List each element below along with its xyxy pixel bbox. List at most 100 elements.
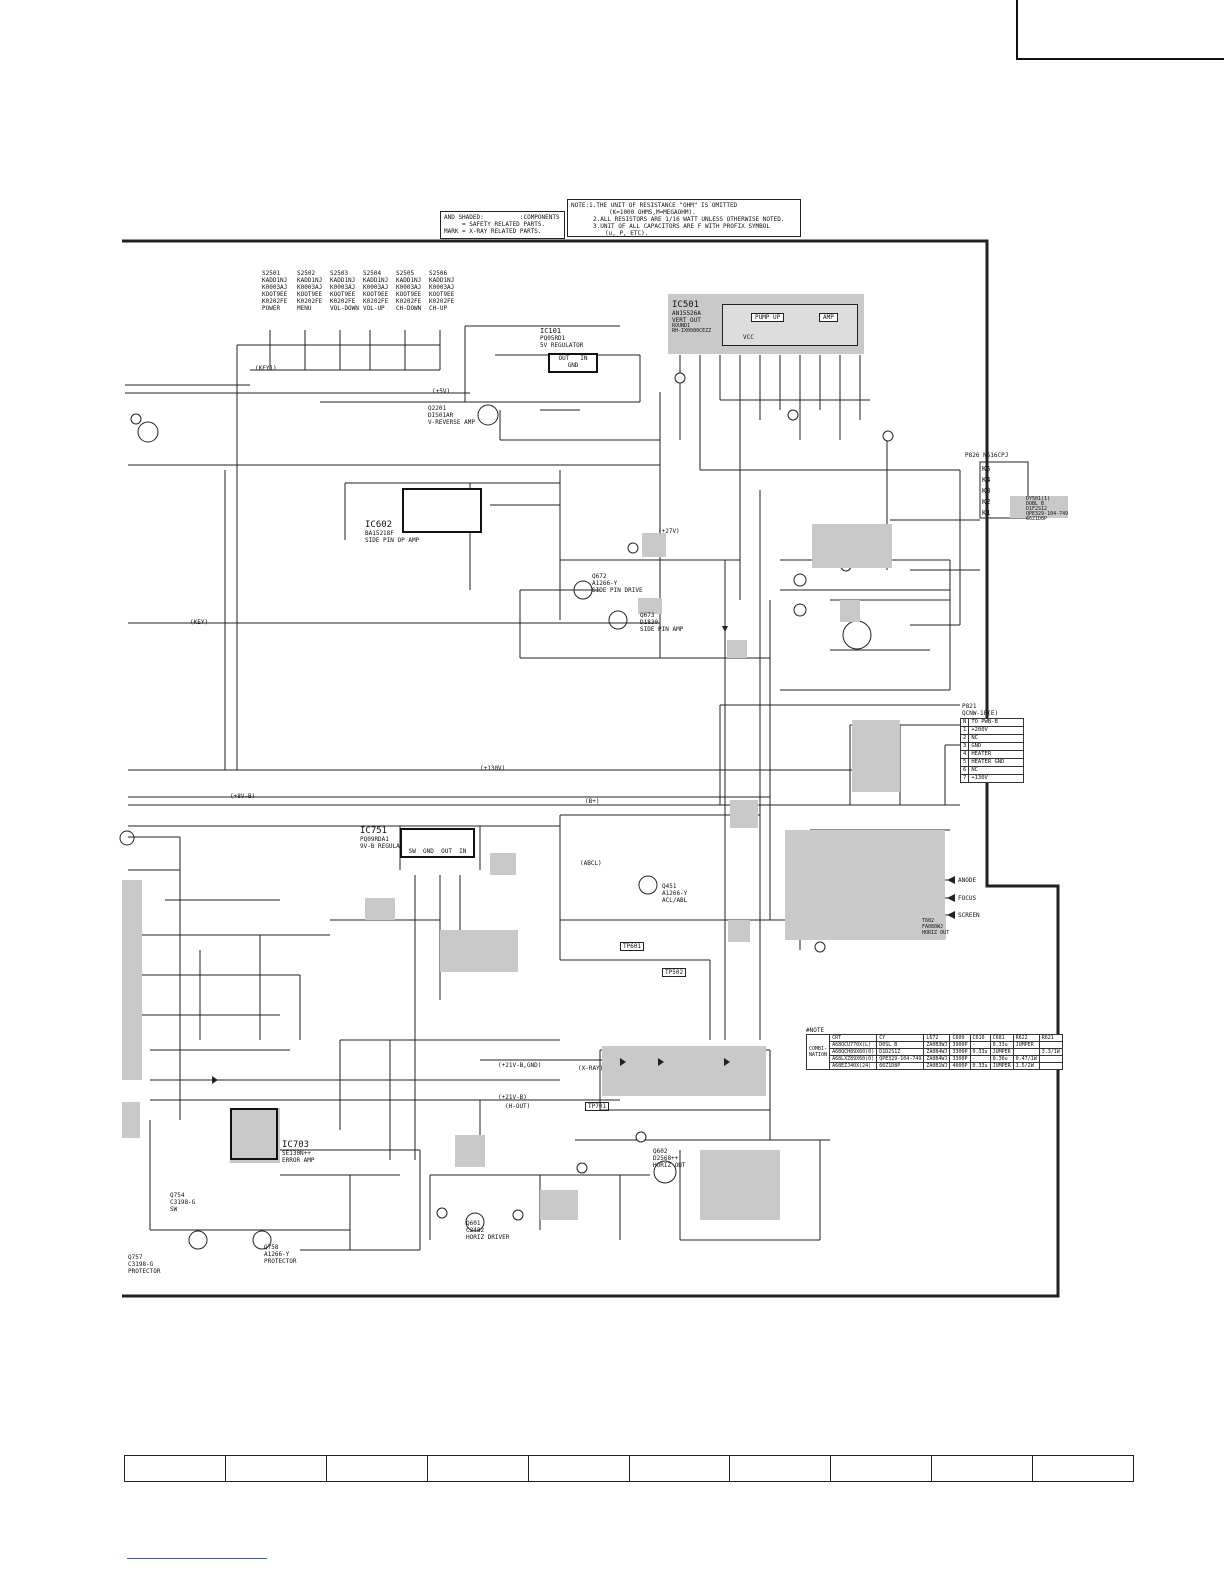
ic602-part: BA15218F	[365, 530, 394, 537]
pwb-pin-n: 6	[959, 766, 970, 775]
switch-s2502: S2502 KADD1NJ K0003AJ KOOT9EE K0202FE ME…	[297, 270, 322, 312]
net-key: (KEY)	[190, 619, 209, 626]
combo-cell: -	[969, 1055, 991, 1063]
q757-desc: PROTECTOR	[128, 1268, 161, 1275]
ic703-desc: ERROR AMP	[282, 1157, 315, 1164]
combo-note: #NOTE	[806, 1027, 825, 1034]
switch-part: KADD1NJ	[396, 277, 422, 284]
grid-cell	[1033, 1456, 1133, 1481]
q602-desc: HORIZ OUT	[653, 1162, 686, 1169]
switch-panel: S2501 KADD1NJ K0003AJ KOOT9EE K0202FE PO…	[262, 270, 462, 312]
q673-label: Q673 D1830 SIDE PIN AMP	[640, 612, 683, 633]
net-xray: (X-RAY)	[578, 1065, 604, 1072]
ic751-label: IC751 PQ09RDA1 9V-B REGULATOR	[360, 826, 411, 850]
pwb-pin-sig: +200V	[968, 726, 1025, 735]
q754-desc: SW	[170, 1206, 178, 1213]
net-plus27v: (+27V)	[658, 528, 680, 535]
q757-part: C3198-G	[128, 1261, 154, 1268]
pwb-pin-n: 3	[959, 742, 970, 751]
combo-label: COMBI- NATION	[805, 1034, 831, 1070]
pwb-pin-sig: GND	[968, 742, 1025, 751]
ic751-name: IC751	[360, 826, 388, 836]
q758-label: Q758 A1266-Y PROTECTOR	[264, 1244, 297, 1265]
k-pin: K5	[982, 465, 991, 473]
fbt-desc: HORIZ OUT	[922, 930, 950, 936]
pwb-pin-n: 4	[959, 750, 970, 759]
ic602-name: IC602	[365, 520, 393, 530]
q757-label: Q757 C3198-G PROTECTOR	[128, 1254, 161, 1275]
combo-cell: ZA0B4WJ	[923, 1055, 951, 1063]
switch-s2504: S2504 KADD1NJ K0003AJ KOOT9EE K0202FE VO…	[363, 270, 388, 312]
switch-desc: K0003AJ KOOT9EE K0202FE VOL-DOWN	[330, 284, 359, 312]
switch-part: KADD1NJ	[297, 277, 323, 284]
switch-desc: K0003AJ KOOT9EE K0202FE VOL-UP	[363, 284, 389, 312]
note-line-3: 2.ALL RESISTORS ARE 1/16 WATT UNLESS OTH…	[593, 216, 785, 223]
q602-part: D2568++	[653, 1155, 679, 1162]
combo-header: CY	[876, 1034, 925, 1042]
net-b-plus: (B+)	[585, 798, 600, 805]
grid-cell	[125, 1456, 226, 1481]
switch-ref: S2501	[262, 270, 281, 277]
q2201-desc: V-REVERSE AMP	[428, 419, 475, 426]
combo-cell: 3300P	[949, 1055, 971, 1063]
k-pin: K4	[982, 476, 991, 484]
q673-ref: Q673	[640, 612, 655, 619]
net-plus8vb: (+8V-B)	[230, 793, 256, 800]
ic101-part: PQ05RD1	[540, 335, 566, 342]
combo-cell: A68LXZ89X60(0)	[829, 1055, 878, 1063]
combo-cell: ZA0B3WJ	[923, 1041, 951, 1049]
combo-cell: D1D2S1Z	[876, 1048, 925, 1056]
q2201-part: DIS01AR	[428, 412, 454, 419]
yoke-label: DY501(1) DOBL B D1F2S12 QPE329-104-749 6…	[1026, 496, 1069, 522]
q601-part: C2482	[466, 1227, 485, 1234]
k-pin: K3	[982, 487, 991, 495]
switch-ref: S2506	[429, 270, 448, 277]
test-point-tp701: TP701	[585, 1102, 610, 1111]
q2201-label: Q2201 DIS01AR V-REVERSE AMP	[428, 405, 475, 426]
combo-cell: D0SL B	[876, 1041, 925, 1049]
ic751-desc: 9V-B REGULATOR	[360, 843, 411, 850]
switch-s2506: S2506 KADD1NJ K0003AJ KOOT9EE K0202FE CH…	[429, 270, 454, 312]
combo-cell: 66Z1D8P	[876, 1062, 925, 1070]
q601-desc: HORIZ DRIVER	[466, 1234, 510, 1241]
combo-header: L672	[923, 1034, 951, 1042]
ic501-block: IC501 AN15526A VERT OUT ROUND1 RH-IX0080…	[672, 300, 860, 352]
note-line-1: NOTE:1.THE UNIT OF RESISTANCE "OHM" IS O…	[571, 202, 738, 209]
net-plus130v: (+130V)	[480, 765, 506, 772]
grid-cell	[529, 1456, 630, 1481]
note-line-2: (K=1000 OHMS,M=MEGAOHM).	[609, 209, 696, 216]
combo-cell: JUMPER	[989, 1048, 1014, 1056]
combo-cell	[1038, 1041, 1063, 1049]
combo-cell: 3.3/1W	[1038, 1048, 1063, 1056]
ic501-amp: AMP	[819, 313, 838, 322]
switch-ref: S2504	[363, 270, 382, 277]
combo-cell: JUMPER	[1012, 1041, 1040, 1049]
switch-part: KADD1NJ	[330, 277, 356, 284]
q758-desc: PROTECTOR	[264, 1258, 297, 1265]
combo-header: R622	[1012, 1034, 1040, 1042]
pwb-part: QCNW-1F(E)	[962, 710, 999, 717]
switch-ref: S2503	[330, 270, 349, 277]
ic703-label: IC703 SE130N++ ERROR AMP	[282, 1140, 315, 1164]
switch-ref: S2502	[297, 270, 316, 277]
switch-s2505: S2505 KADD1NJ K0003AJ KOOT9EE K0202FE CH…	[396, 270, 421, 312]
grid-cell	[428, 1456, 529, 1481]
bottom-link-underline[interactable]	[127, 1558, 267, 1559]
ic101-name: IC101	[540, 327, 562, 335]
combo-cell: A68QCU770X(L)	[829, 1041, 878, 1049]
combo-header: C609	[949, 1034, 971, 1042]
notes-box: NOTE:1.THE UNIT OF RESISTANCE "OHM" IS O…	[567, 199, 801, 237]
ic501-part: AN15526A	[672, 310, 701, 317]
grid-cell	[730, 1456, 832, 1481]
combo-header: C681	[989, 1034, 1014, 1042]
pwb-pin-sig: HEATER GND	[968, 758, 1025, 767]
fbt-ref: T602	[922, 918, 935, 924]
ic501-extra: ROUND1 RH-IX0080CEZZ	[672, 323, 712, 334]
ic751-part: PQ09RDA1	[360, 836, 389, 843]
k-connector-ref: P826	[965, 452, 980, 459]
q672-desc: SIDE PIN DRIVE	[592, 587, 643, 594]
k-connector-part: NS16CPJ	[983, 452, 1009, 459]
q451-label: Q451 A1266-Y ACL/ABL	[662, 883, 687, 904]
pwb-pin-n: 2	[959, 734, 970, 743]
q601-label: Q601 C2482 HORIZ DRIVER	[466, 1220, 509, 1241]
